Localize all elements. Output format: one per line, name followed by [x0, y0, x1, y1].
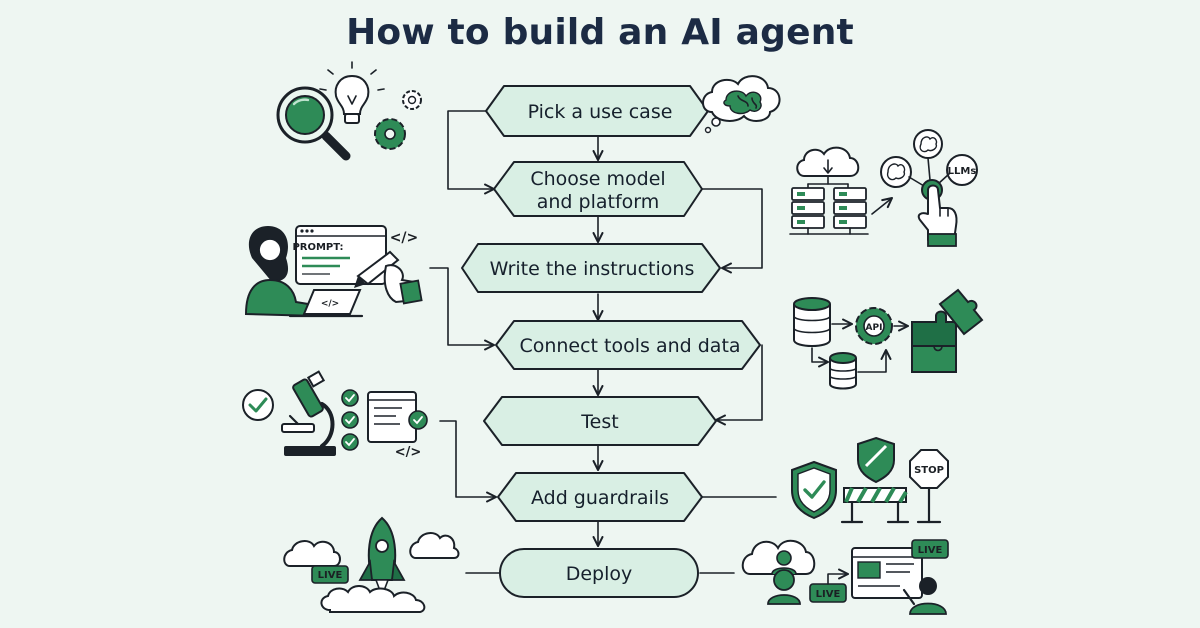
- browser-window-icon: [851, 547, 923, 599]
- loop-step2-step3: [701, 188, 763, 274]
- user-cloud-icon: [741, 539, 816, 605]
- page-title: How to build an AI agent: [346, 12, 854, 53]
- step-6-add-guardrails: Add guardrails: [497, 472, 703, 522]
- tools-data-icon: API: [793, 288, 984, 390]
- step-3-write-instructions: Write the instructions: [461, 243, 721, 293]
- ideas-icon-group: [276, 61, 422, 161]
- step-1-pick-use-case: Pick a use case: [485, 85, 709, 137]
- live-deploy-icon: LIVE LIVE: [741, 539, 949, 615]
- stop-label: STOP: [914, 465, 944, 476]
- lightbulb-icon: [319, 61, 385, 124]
- stop-sign-icon: STOP: [909, 449, 949, 524]
- live-label-bottom: LIVE: [816, 589, 841, 600]
- check-circle-icon: [242, 389, 274, 421]
- database-large-icon: [793, 297, 831, 347]
- magnifier-icon: [276, 86, 351, 161]
- step-1-label: Pick a use case: [528, 101, 673, 123]
- live-badge-left: LIVE: [311, 565, 349, 584]
- prompt-writer-icon: PROMPT: </> </>: [244, 225, 423, 318]
- llms-badge: LLMs: [946, 154, 978, 186]
- live-badge-bottom: LIVE: [809, 583, 847, 603]
- api-gear-icon: API: [855, 307, 893, 345]
- loop-step1-step2: [447, 110, 496, 195]
- pen-hand-icon: [354, 250, 423, 305]
- checklist-icon: [341, 389, 359, 451]
- brain-chip-top: [913, 129, 943, 159]
- loop-step5-step6: [439, 420, 498, 503]
- laptop-icon: </>: [288, 289, 364, 318]
- loop-step3-step4: [429, 267, 496, 351]
- prompt-label: PROMPT:: [292, 242, 343, 253]
- presenter-avatar: [902, 577, 947, 615]
- cloud-left-icon: [283, 540, 341, 567]
- gear-icon: [374, 118, 406, 150]
- woman-avatar: [244, 226, 322, 318]
- svg-text:</>: </>: [395, 445, 422, 460]
- step-7-deploy: Deploy: [499, 548, 699, 598]
- barrier-icon: [840, 487, 910, 524]
- step-2-choose-model: Choose model and platform: [493, 161, 703, 217]
- small-gear-icon: [402, 90, 422, 110]
- shield-check-icon: [791, 460, 837, 520]
- step-7-label: Deploy: [566, 563, 633, 585]
- step-2-label-line2: and platform: [537, 191, 660, 213]
- step-4-connect-tools: Connect tools and data: [495, 320, 761, 370]
- step-4-label: Connect tools and data: [519, 335, 740, 357]
- step-5-label: Test: [580, 411, 618, 433]
- live-label-top: LIVE: [918, 545, 943, 556]
- step-2-label-line1: Choose model: [530, 168, 665, 190]
- rocket-launch-icon: LIVE: [283, 516, 460, 613]
- guardrails-icon: STOP: [791, 436, 949, 524]
- svg-text:</>: </>: [321, 299, 339, 309]
- pointing-hand-icon: [917, 184, 958, 247]
- cloud-server-icon: [789, 146, 894, 235]
- puzzle-icon: [911, 288, 984, 373]
- cloud-right-icon: [409, 532, 460, 559]
- prompt-window: PROMPT:: [292, 225, 387, 285]
- rocket-icon: [358, 516, 406, 599]
- step-3-label: Write the instructions: [490, 258, 695, 280]
- api-label: API: [866, 323, 883, 333]
- step-6-label: Add guardrails: [531, 487, 669, 509]
- step-5-test: Test: [483, 396, 717, 446]
- connectors: [429, 110, 777, 574]
- loop-step4-step5: [714, 344, 763, 426]
- live-badge-top: LIVE: [911, 539, 949, 559]
- llm-selection-icon: LLMs: [880, 129, 978, 247]
- server-rack-left: [791, 187, 825, 229]
- smoke-cloud-icon: [320, 585, 426, 613]
- server-rack-right: [833, 187, 867, 229]
- database-small-icon: [829, 352, 857, 390]
- llms-label: LLMs: [948, 166, 977, 177]
- shield-small-icon: [857, 436, 895, 484]
- code-tag-label: </>: [390, 230, 419, 246]
- live-label-left: LIVE: [318, 570, 343, 581]
- test-window-icon: </>: [367, 391, 428, 460]
- testing-icon: </>: [242, 370, 428, 460]
- brain-cloud-icon: [702, 75, 781, 134]
- microscope-icon: [281, 370, 336, 456]
- brain-chip-left: [880, 156, 912, 188]
